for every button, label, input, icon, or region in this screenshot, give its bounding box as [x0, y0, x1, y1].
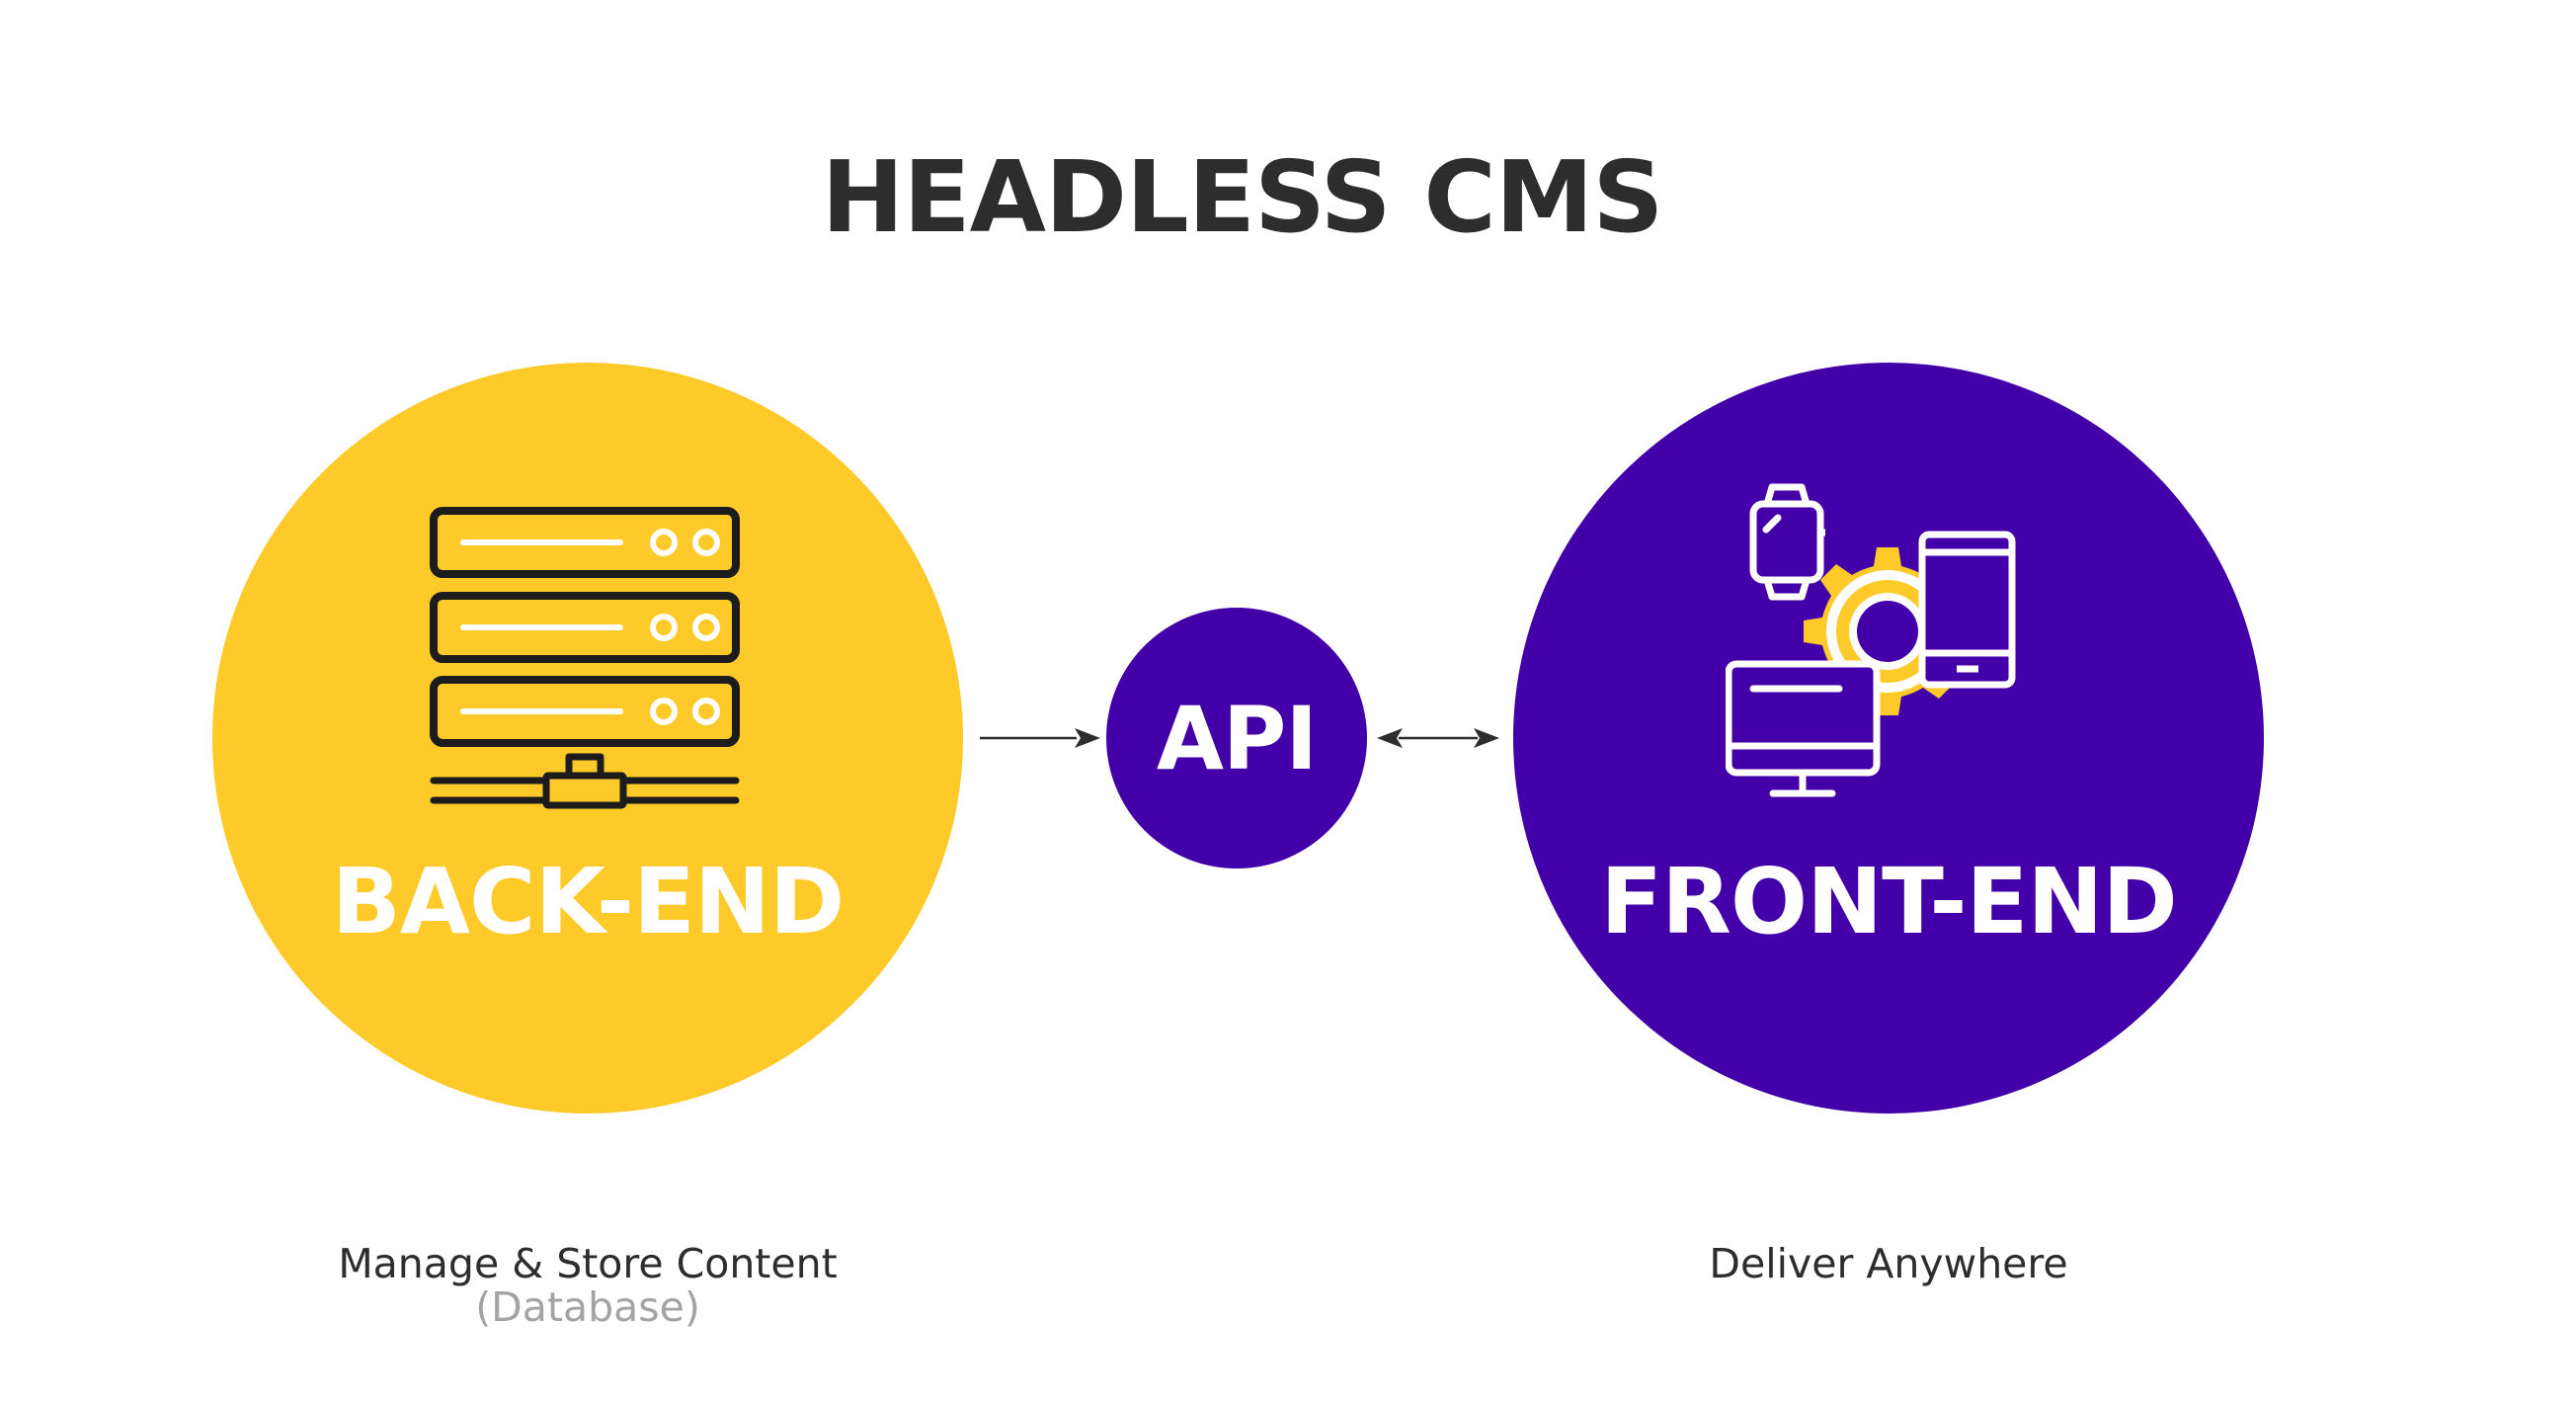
backend-to-api-arrow [980, 728, 1100, 748]
backend-label: BACK-END [331, 849, 845, 954]
api-to-frontend-arrow [1377, 728, 1499, 748]
api-label: API [1156, 688, 1318, 789]
backend-circle: BACK-END [212, 363, 963, 1114]
diagram-title: HEADLESS CMS [821, 139, 1664, 255]
desktop-monitor-icon [1726, 660, 1881, 797]
frontend-label: FRONT-END [1600, 849, 2178, 954]
api-circle: API [1106, 608, 1367, 868]
devices-gear-icon [1726, 483, 2016, 797]
mobile-phone-icon [1918, 531, 2016, 689]
frontend-caption-main: Deliver Anywhere [1709, 1240, 2068, 1287]
frontend-circle: FRONT-END [1513, 363, 2264, 1114]
backend-caption-sub: (Database) [475, 1283, 700, 1331]
backend-caption: Manage & Store Content (Database) [291, 1244, 884, 1328]
smartwatch-icon [1749, 483, 1825, 601]
server-rack-icon [430, 507, 740, 809]
backend-caption-main: Manage & Store Content [338, 1240, 838, 1287]
frontend-caption: Deliver Anywhere [1592, 1244, 2185, 1284]
